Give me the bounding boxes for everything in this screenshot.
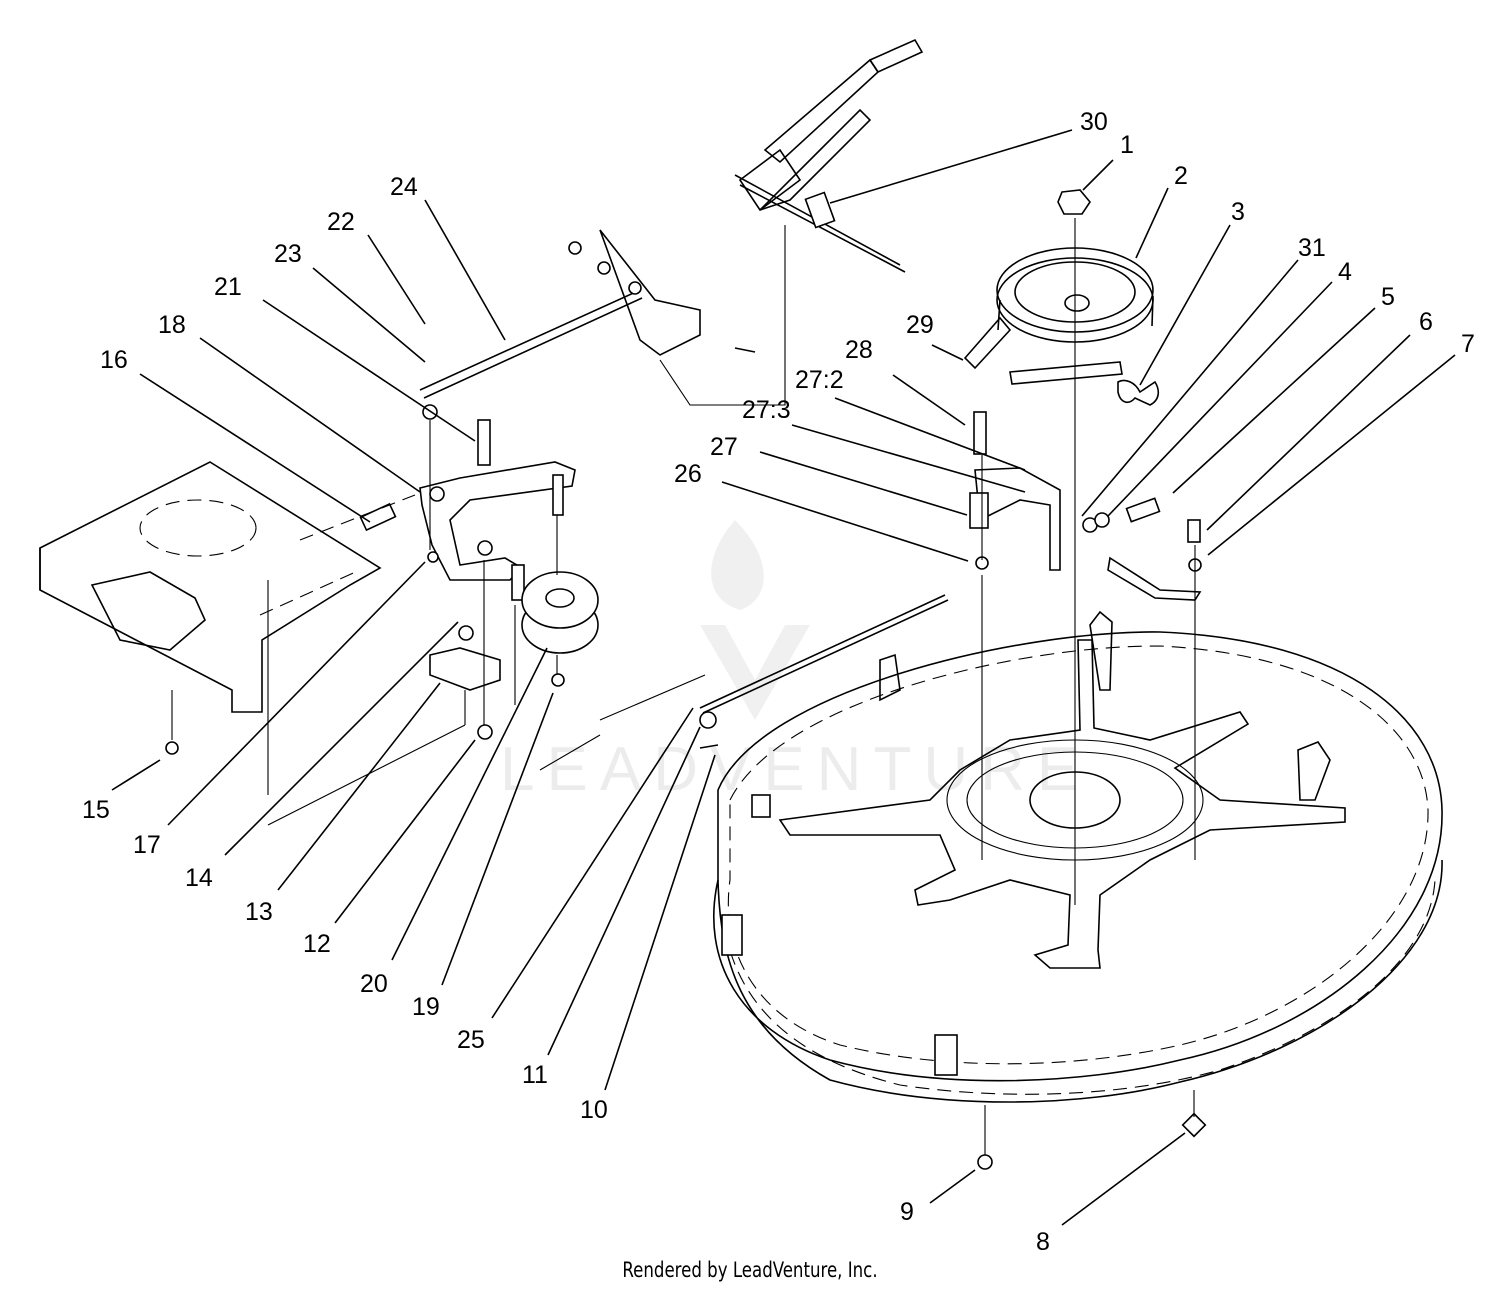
callout-18: 18 [158, 311, 186, 339]
callout-2: 2 [1174, 162, 1188, 190]
callout-30: 30 [1080, 108, 1108, 136]
lift-lever-assembly [419, 38, 924, 406]
callout-19: 19 [412, 993, 440, 1021]
callout-23: 23 [274, 240, 302, 268]
callout-29: 29 [906, 311, 934, 339]
callout-11: 11 [522, 1061, 548, 1089]
callout-7: 7 [1461, 330, 1475, 358]
callout-10: 10 [580, 1096, 608, 1124]
leader-lines [111, 129, 1456, 1226]
callout-4: 4 [1338, 258, 1352, 286]
callout-27-2: 27:2 [795, 366, 844, 394]
callout-21: 21 [214, 273, 242, 301]
callout-6: 6 [1419, 308, 1433, 336]
callout-9: 9 [900, 1198, 914, 1226]
brake-linkage [699, 411, 1207, 1170]
callout-25: 25 [457, 1026, 485, 1054]
callout-15: 15 [82, 796, 110, 824]
callout-20: 20 [360, 970, 388, 998]
callouts: 30 1 2 3 31 4 5 6 7 29 28 27:2 27:3 27 2… [82, 108, 1475, 1256]
engine-pulley [963, 189, 1160, 406]
callout-28: 28 [845, 336, 873, 364]
callout-14: 14 [185, 864, 213, 892]
callout-16: 16 [100, 346, 128, 374]
callout-27-3: 27:3 [742, 396, 791, 424]
mower-deck [713, 610, 1443, 1103]
idler-arm-assembly [419, 404, 599, 740]
callout-31: 31 [1298, 234, 1326, 262]
callout-13: 13 [245, 898, 273, 926]
callout-26: 26 [674, 460, 702, 488]
credit-text: Rendered by LeadVenture, Inc. [622, 1258, 878, 1282]
callout-22: 22 [327, 208, 355, 236]
callout-24: 24 [390, 173, 418, 201]
callout-12: 12 [303, 930, 331, 958]
callout-8: 8 [1036, 1228, 1050, 1256]
callout-1: 1 [1120, 131, 1134, 159]
callout-3: 3 [1231, 198, 1245, 226]
callout-27: 27 [710, 433, 738, 461]
callout-17: 17 [133, 831, 161, 859]
belt-guard [39, 461, 397, 755]
callout-5: 5 [1381, 283, 1395, 311]
alignment-lines [171, 218, 1196, 1155]
